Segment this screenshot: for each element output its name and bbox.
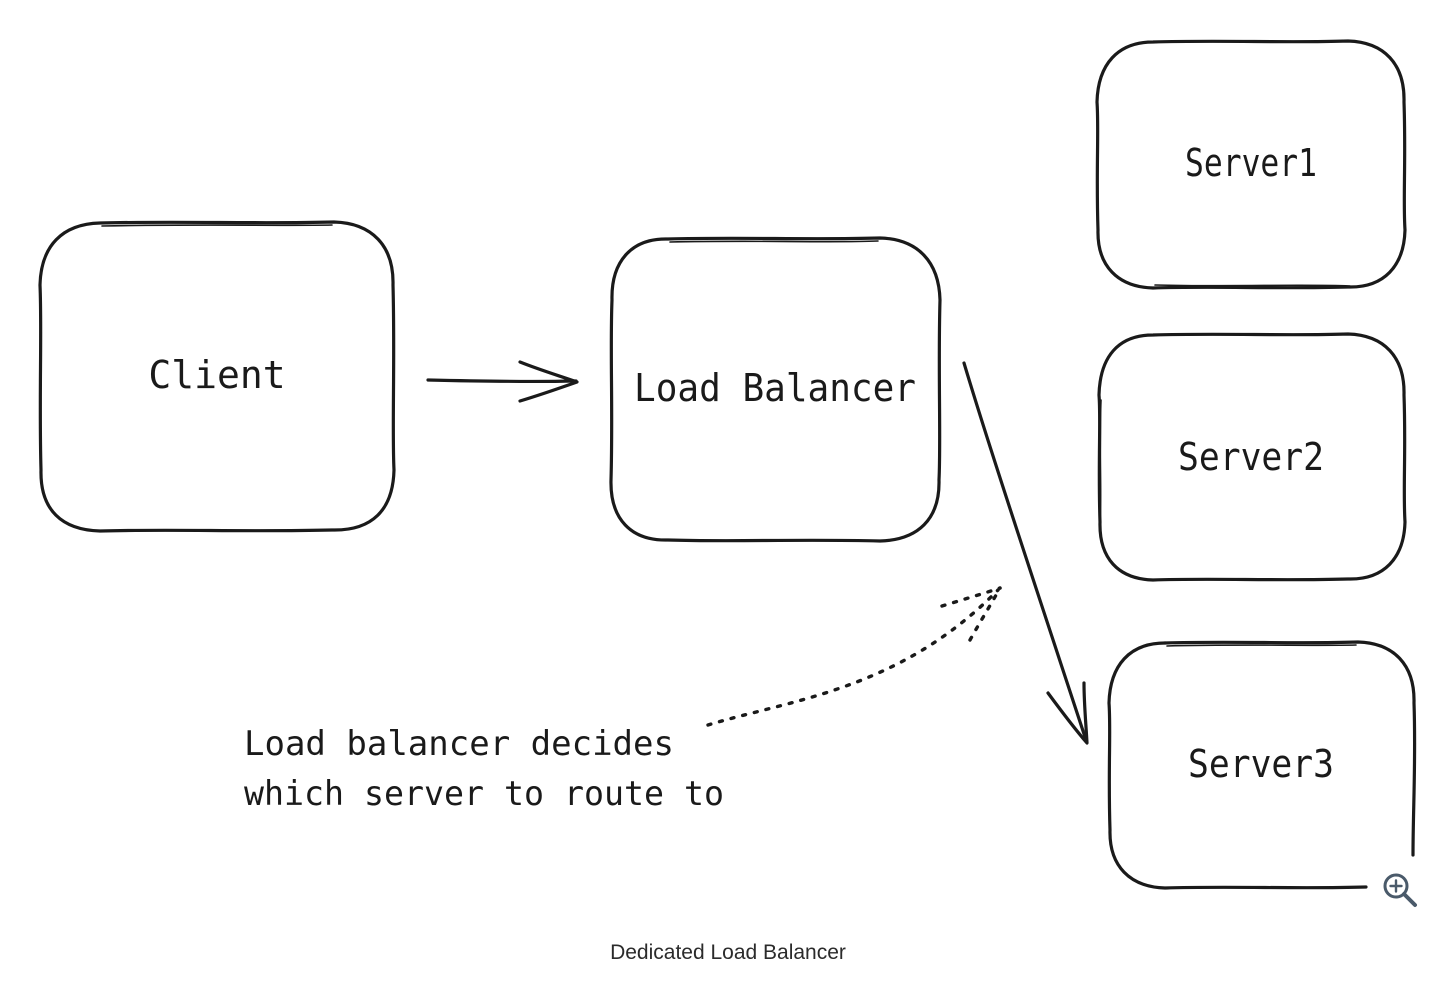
zoom-button[interactable] bbox=[1378, 868, 1422, 912]
annotation-arrow bbox=[706, 586, 1002, 727]
server3-box bbox=[1163, 640, 1417, 857]
server1-label: Server1 bbox=[1185, 141, 1317, 185]
load-balancer-box bbox=[609, 236, 942, 543]
zoom-in-icon bbox=[1383, 873, 1417, 907]
server1-box bbox=[1095, 39, 1407, 290]
note-line-1: Load balancer decides bbox=[244, 724, 674, 764]
note-line-2: which server to route to bbox=[244, 774, 724, 814]
diagram-caption: Dedicated Load Balancer bbox=[610, 941, 846, 964]
server2-label: Server2 bbox=[1178, 435, 1324, 479]
client-label: Client bbox=[148, 353, 285, 397]
client-box bbox=[38, 220, 396, 533]
server3-label: Server3 bbox=[1188, 742, 1334, 786]
arrow-client-to-lb bbox=[426, 378, 578, 384]
arrow-lb-to-server3 bbox=[962, 361, 1088, 742]
load-balancer-label: Load Balancer bbox=[634, 366, 916, 410]
